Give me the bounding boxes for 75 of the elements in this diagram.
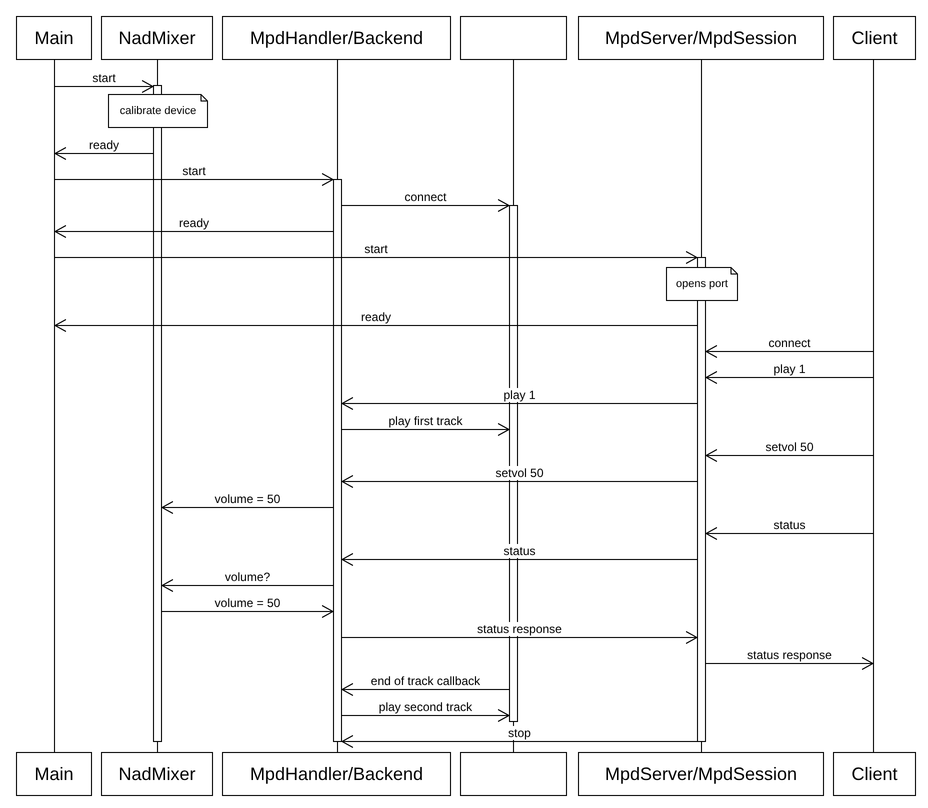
message-label: setvol 50 bbox=[763, 440, 816, 454]
participant-name: NadMixer bbox=[118, 26, 196, 50]
message-arrow bbox=[54, 173, 334, 186]
participant-name: MpdServer/MpdSession bbox=[604, 26, 798, 50]
activation-bar bbox=[333, 179, 342, 742]
participant-box bbox=[101, 752, 213, 796]
message-label: start bbox=[180, 164, 208, 178]
message-label: play 1 bbox=[771, 362, 808, 376]
participant-box bbox=[460, 752, 567, 796]
participant-name: MpdHandler/Backend bbox=[250, 26, 424, 50]
message-label: status bbox=[501, 544, 538, 558]
message-arrow bbox=[162, 501, 334, 514]
participant-name: Main bbox=[34, 762, 74, 786]
participant-name: NadMixer bbox=[118, 762, 196, 786]
message-label: status response bbox=[745, 648, 834, 662]
message-arrow bbox=[706, 449, 874, 462]
participant-name: MpdHandler/Backend bbox=[250, 762, 424, 786]
note bbox=[108, 94, 208, 128]
message-label: volume = 50 bbox=[212, 596, 282, 610]
message-label: status response bbox=[475, 622, 564, 636]
message-arrow bbox=[342, 199, 510, 212]
participant-box bbox=[101, 16, 213, 60]
participant-box bbox=[16, 752, 92, 796]
message-arrow bbox=[342, 735, 698, 748]
message-label: play 1 bbox=[501, 388, 538, 402]
message-arrow bbox=[54, 225, 334, 238]
participant-name: Main bbox=[34, 26, 74, 50]
note-text: calibrate device bbox=[120, 104, 196, 119]
message-arrow bbox=[342, 631, 698, 644]
message-label: play first track bbox=[386, 414, 464, 428]
message-label: stop bbox=[506, 726, 533, 740]
message-label: ready bbox=[86, 138, 122, 152]
participant-box bbox=[460, 16, 567, 60]
message-arrow bbox=[342, 683, 510, 696]
message-arrow bbox=[54, 251, 698, 264]
message-arrow bbox=[706, 371, 874, 384]
message-arrow bbox=[706, 345, 874, 358]
message-label: setvol 50 bbox=[493, 466, 546, 480]
lifeline bbox=[873, 60, 874, 752]
message-label: start bbox=[362, 242, 390, 256]
message-arrow bbox=[342, 423, 510, 436]
participant-box bbox=[833, 16, 916, 60]
message-arrow bbox=[162, 579, 334, 592]
message-label: connect bbox=[402, 190, 449, 204]
message-arrow bbox=[162, 605, 334, 618]
participant-name: MpdServer/MpdSession bbox=[604, 762, 798, 786]
message-label: ready bbox=[358, 310, 394, 324]
participant-name: Client bbox=[851, 762, 898, 786]
message-arrow bbox=[54, 80, 154, 93]
participant-box bbox=[222, 16, 451, 60]
message-label: play second track bbox=[376, 700, 474, 714]
note-text: opens port bbox=[676, 276, 728, 292]
message-label: ready bbox=[176, 216, 212, 230]
lifeline bbox=[54, 60, 55, 752]
message-arrow bbox=[342, 553, 698, 566]
message-label: end of track callback bbox=[368, 674, 482, 688]
participant-box bbox=[16, 16, 92, 60]
message-label: volume? bbox=[222, 570, 272, 584]
participant-box bbox=[578, 752, 824, 796]
message-arrow bbox=[706, 657, 874, 670]
participant-box bbox=[578, 16, 824, 60]
note bbox=[666, 267, 738, 301]
message-arrow bbox=[54, 147, 154, 160]
message-arrow bbox=[342, 475, 698, 488]
participant-box bbox=[222, 752, 451, 796]
message-arrow bbox=[54, 319, 698, 332]
message-arrow bbox=[706, 527, 874, 540]
message-label: status bbox=[771, 518, 808, 532]
message-arrow bbox=[342, 709, 510, 722]
participant-box bbox=[833, 752, 916, 796]
message-arrow bbox=[342, 397, 698, 410]
message-label: connect bbox=[766, 336, 813, 350]
message-label: start bbox=[90, 71, 118, 85]
message-label: volume = 50 bbox=[212, 492, 282, 506]
participant-name: Client bbox=[851, 26, 898, 50]
